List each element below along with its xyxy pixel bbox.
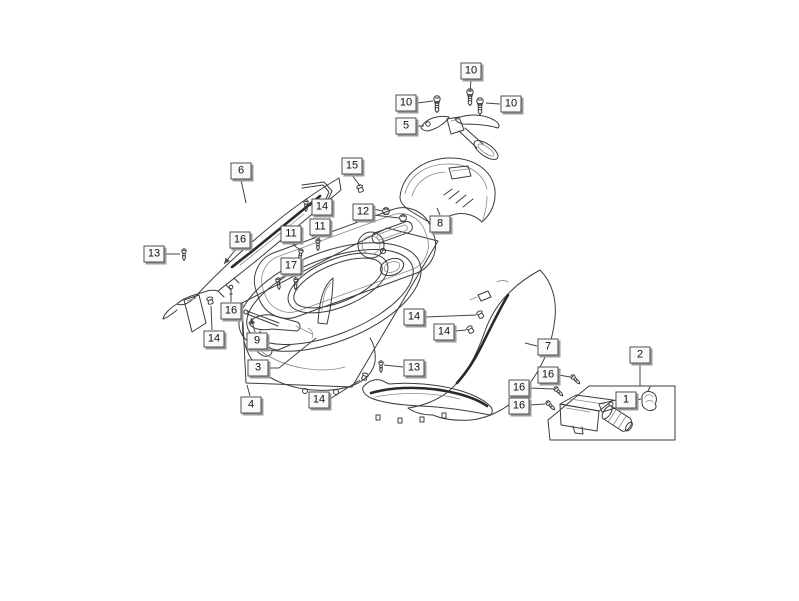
screw10-fastener-icon (476, 97, 484, 115)
leader-line-11-9-0 (290, 242, 300, 250)
callout-tag-2: 2 (629, 346, 651, 364)
leader-line-10-0-0 (469, 79, 472, 93)
callout-tag-16: 16 (508, 379, 530, 397)
part-rear-cover (399, 157, 496, 226)
callout-tag-5: 5 (395, 117, 417, 135)
callout-tag-10: 10 (500, 95, 522, 113)
callout-tag-10: 10 (460, 62, 482, 80)
screw10-fastener-icon (466, 88, 474, 106)
clip-fastener-icon (205, 295, 215, 306)
leader-line-11-8-0 (317, 235, 321, 241)
callout-tag-8: 8 (429, 215, 451, 233)
callout-tag-15: 15 (341, 157, 363, 175)
screwS-fastener-icon (552, 385, 565, 398)
part-rear-carrier (420, 114, 500, 160)
bulb (601, 405, 633, 432)
bulb-holder (641, 386, 657, 411)
callout-tag-17: 17 (280, 257, 302, 275)
leader-lines (165, 79, 642, 406)
leader-line-12-7-0 (373, 208, 383, 212)
clip-fastener-icon (465, 324, 476, 335)
callout-tag-14: 14 (311, 198, 333, 216)
callout-tag-14: 14 (403, 308, 425, 326)
screw10-fastener-icon (433, 95, 441, 113)
callout-tag-16: 16 (220, 302, 242, 320)
leader-line-15-5-0 (351, 174, 361, 187)
callout-tag-16: 16 (537, 366, 559, 384)
leader-line-7-23-0 (524, 342, 538, 347)
screwS-fastener-icon (544, 399, 557, 412)
screwS-fastener-icon (315, 238, 321, 251)
screwS-fastener-icon (378, 360, 384, 373)
leader-line-17-13-0 (278, 274, 287, 280)
screwS-fastener-icon (303, 199, 309, 212)
leader-line-14-19-0 (329, 379, 361, 400)
leader-line-14-15-0 (210, 305, 213, 331)
callout-tag-6: 6 (230, 162, 252, 180)
leader-line-12-7-1 (373, 214, 400, 219)
leader-line-16-26-0 (529, 387, 554, 390)
callout-tag-13: 13 (403, 359, 425, 377)
screwS-fastener-icon (569, 373, 582, 386)
leader-line-10-2-0 (485, 102, 501, 105)
callout-tag-16: 16 (508, 397, 530, 415)
leader-line-14-20-0 (424, 314, 477, 318)
leader-line-4-18-0 (246, 384, 251, 397)
leader-line-6-4-0 (240, 179, 247, 204)
ballstud-fastener-icon (399, 214, 407, 222)
part-pin-rod (243, 309, 280, 327)
callout-tag-10: 10 (395, 94, 417, 112)
callout-tag-14: 14 (203, 330, 225, 348)
callout-tag-12: 12 (352, 203, 374, 221)
leader-line-14-6-0 (308, 203, 312, 207)
callout-tag-9: 9 (246, 332, 268, 350)
callout-tag-1: 1 (615, 391, 637, 409)
callout-tag-14: 14 (433, 323, 455, 341)
clip-fastener-icon (360, 371, 370, 382)
rivet-fastener-icon (228, 284, 234, 295)
callout-tag-7: 7 (537, 338, 559, 356)
screwS-fastener-icon (181, 248, 187, 261)
callout-tag-11: 11 (280, 225, 302, 243)
leader-line-1-28-0 (635, 398, 642, 401)
leader-arrowhead (224, 257, 230, 264)
leader-line-8-11-0 (436, 207, 441, 216)
leader-line-10-1-0 (416, 100, 434, 104)
callout-tag-13: 13 (143, 245, 165, 263)
callout-tag-14: 14 (308, 391, 330, 409)
leader-line-16-27-0 (529, 403, 546, 406)
callout-tag-16: 16 (229, 231, 251, 249)
leader-line-3-17-1 (278, 337, 317, 369)
clip-fastener-icon (475, 309, 486, 320)
callout-tag-4: 4 (240, 396, 262, 414)
part-tail-light-assembly (547, 385, 676, 441)
leader-arrowhead (250, 318, 256, 325)
callout-tag-3: 3 (247, 359, 269, 377)
leader-line-14-21-0 (454, 329, 467, 332)
leader-line-13-22-0 (383, 364, 404, 368)
callout-tag-11: 11 (309, 218, 331, 236)
leader-line-16-25-0 (558, 374, 571, 378)
part-lower-sill (362, 379, 493, 424)
